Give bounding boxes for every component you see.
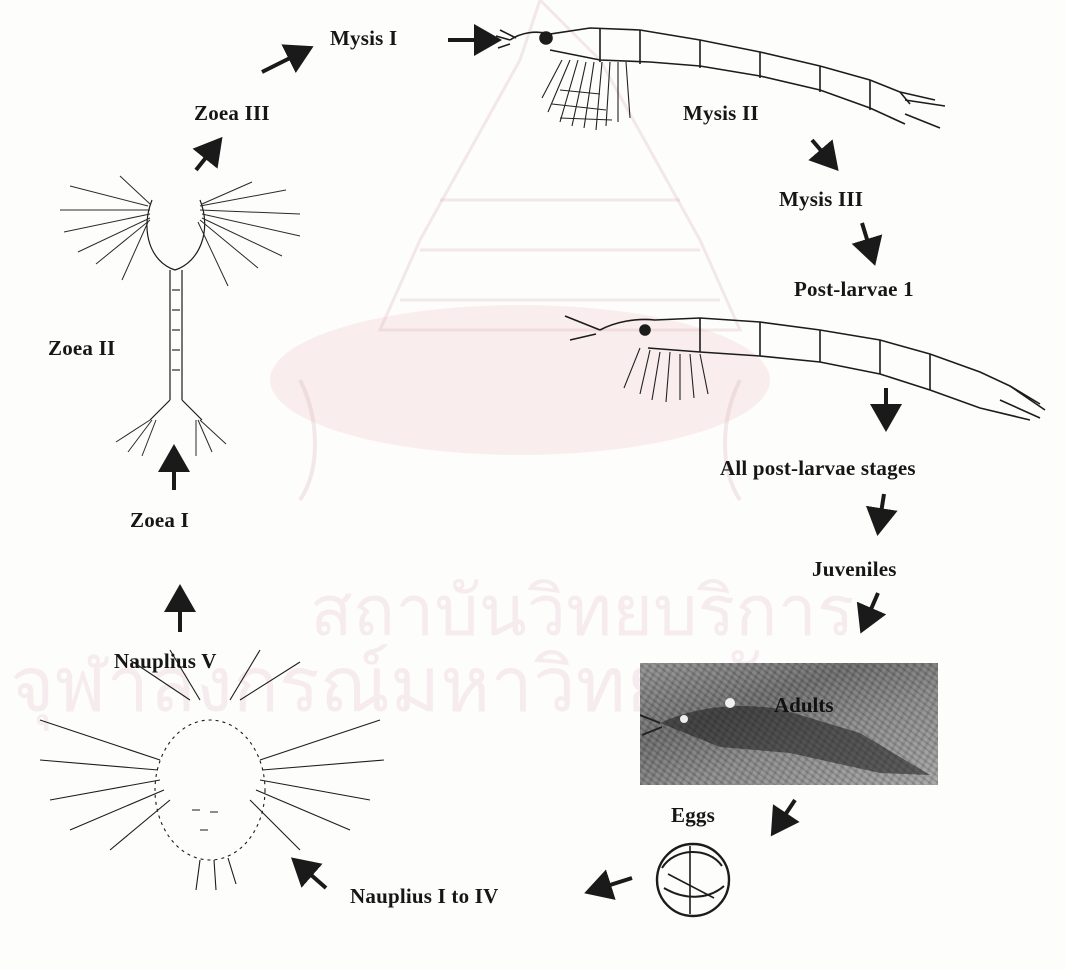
arrow-zoea2-to-zoea3 — [196, 140, 220, 170]
label-zoea-3: Zoea III — [194, 103, 270, 124]
label-zoea-2: Zoea II — [48, 338, 115, 359]
label-mysis-1: Mysis I — [330, 28, 397, 49]
arrow-zoea3-to-mysis1 — [262, 48, 310, 72]
nauplius-drawing — [40, 650, 384, 890]
label-eggs: Eggs — [671, 805, 715, 826]
adults-label: Adults — [774, 693, 834, 718]
arrow-nauplius1-to-nauplius5 — [294, 860, 326, 888]
postlarva-drawing — [565, 316, 1045, 420]
adult-shrimp-silhouette — [640, 663, 938, 785]
arrow-mysis3-to-postlarvae1 — [862, 223, 874, 262]
egg-drawing — [657, 844, 729, 916]
label-all-post-larvae: All post-larvae stages — [720, 458, 916, 479]
arrow-eggs-to-nauplius1 — [588, 878, 632, 892]
label-mysis-3: Mysis III — [779, 189, 863, 210]
label-nauplius-5: Nauplius V — [114, 651, 217, 672]
arrow-all-to-juveniles — [878, 494, 884, 532]
arrow-mysis2-to-mysis3 — [812, 140, 836, 168]
mysis-legs — [542, 60, 630, 130]
zoea-drawing — [60, 176, 300, 456]
label-mysis-2: Mysis II — [683, 103, 759, 124]
arrow-juveniles-to-adults — [862, 593, 878, 630]
label-zoea-1: Zoea I — [130, 510, 189, 531]
label-juveniles: Juveniles — [812, 559, 897, 580]
label-post-larvae-1: Post-larvae 1 — [794, 279, 914, 300]
arrow-adults-to-eggs — [773, 800, 795, 833]
adults-photo: Adults — [640, 663, 938, 785]
label-nauplius-1-4: Nauplius I to IV — [350, 886, 499, 907]
postlarva-legs — [624, 348, 708, 402]
